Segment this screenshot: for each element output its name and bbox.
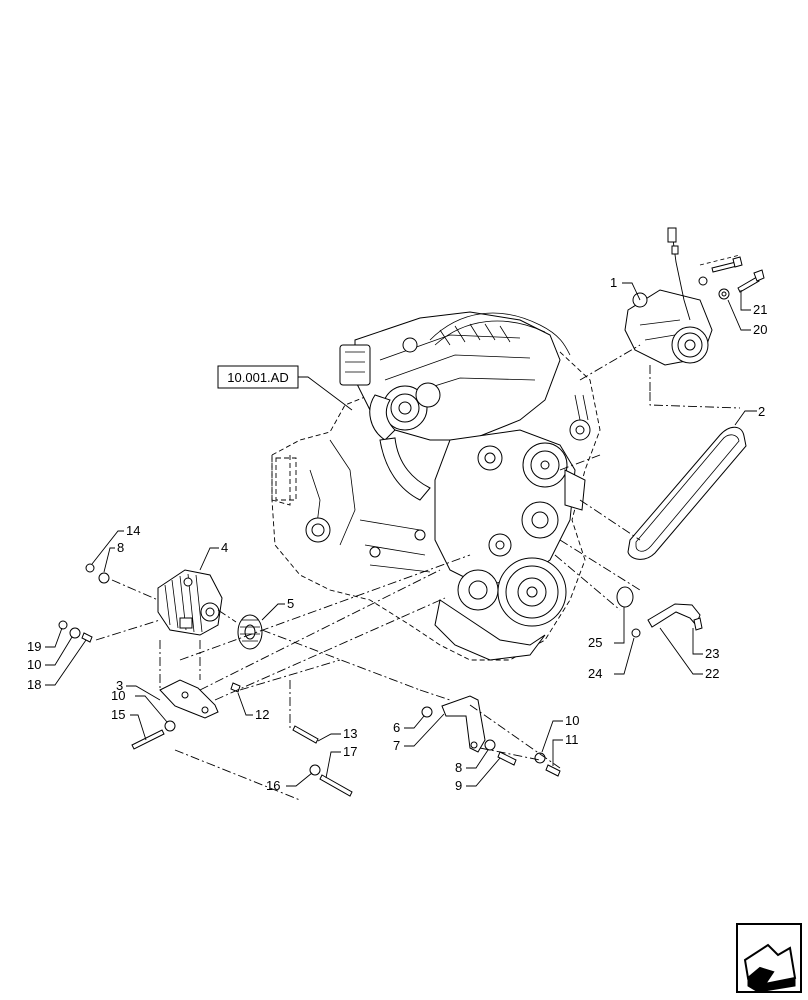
callout-5: 5: [287, 596, 294, 611]
callout-21: 21: [753, 302, 767, 317]
leader-lines: [45, 282, 757, 787]
alternator: [157, 569, 223, 636]
callout-14: 14: [126, 523, 140, 538]
callout-10-right: 10: [565, 713, 579, 728]
callout-22: 22: [705, 666, 719, 681]
callout-4: 4: [221, 540, 228, 555]
callout-12: 12: [255, 707, 269, 722]
reference-box[interactable]: 10.001.AD: [217, 365, 299, 389]
callout-3: 3: [116, 678, 123, 693]
callout-8-lower: 8: [455, 760, 462, 775]
alternator-bracket: [159, 679, 219, 719]
engine-assembly: [271, 311, 601, 661]
callout-18: 18: [27, 677, 41, 692]
callout-2: 2: [758, 404, 765, 419]
reference-box-label[interactable]: 10.001.AD: [227, 370, 288, 385]
belt-bracket: [441, 695, 486, 753]
alternator-pulley: [237, 614, 263, 650]
callout-16: 16: [266, 778, 280, 793]
callout-6: 6: [393, 720, 400, 735]
callout-25: 25: [588, 635, 602, 650]
callout-7: 7: [393, 738, 400, 753]
callout-23: 23: [705, 646, 719, 661]
alignment-lines: [95, 344, 741, 801]
callout-10-mid: 10: [111, 688, 125, 703]
callout-19: 19: [27, 639, 41, 654]
callout-24: 24: [588, 666, 602, 681]
callout-10-left: 10: [27, 657, 41, 672]
callout-20: 20: [753, 322, 767, 337]
callout-17: 17: [343, 744, 357, 759]
next-page-arrow-icon[interactable]: [736, 923, 802, 993]
ac-compressor: [624, 227, 713, 366]
drive-belt: [627, 426, 747, 560]
callout-9: 9: [455, 778, 462, 793]
crankshaft-damper: [497, 557, 567, 627]
callout-labels: 1 2 3 4 5 6 7 8 8 9 10 10 10 11 12 13 14…: [27, 275, 767, 793]
callout-13: 13: [343, 726, 357, 741]
callout-11: 11: [565, 732, 579, 747]
callout-15: 15: [111, 707, 125, 722]
compressor-bolts: [698, 254, 765, 300]
callout-1: 1: [610, 275, 617, 290]
turbocharger: [369, 382, 441, 441]
callout-8-upper: 8: [117, 540, 124, 555]
